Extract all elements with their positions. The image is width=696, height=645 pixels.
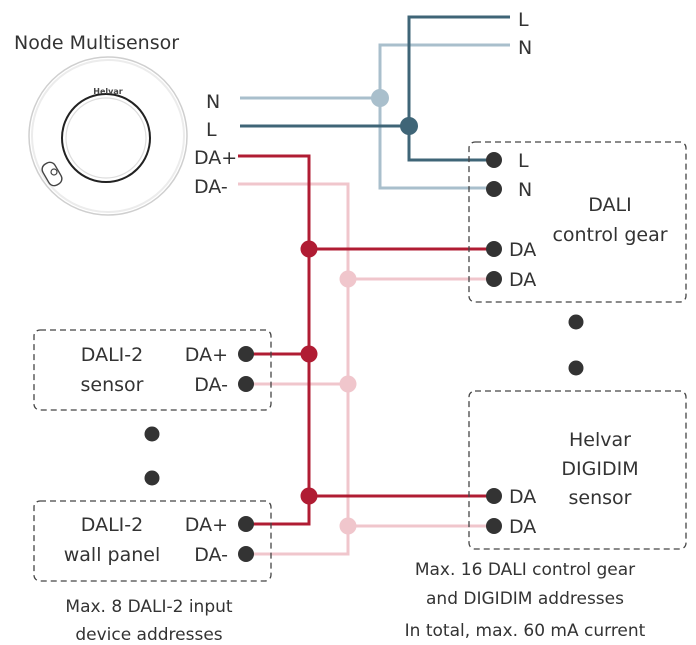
gear-limit-note-line1: Max. 16 DALI control gear [415, 560, 635, 580]
da-minus-junction-dot [339, 270, 357, 288]
ellipsis-dot [568, 360, 584, 376]
dali2-sensor-terminal-daplus [238, 346, 254, 362]
control-gear-pin-da1-label: DA [509, 239, 536, 261]
multisensor-pin-daminus-label: DA- [194, 176, 228, 198]
multisensor-pin-daplus-label: DA+ [194, 147, 237, 169]
ellipsis-dot [144, 470, 160, 486]
control-gear-box [468, 141, 687, 303]
dali2-sensor-pin-daplus-label: DA+ [185, 344, 228, 366]
dali2-sensor-box [33, 329, 272, 411]
wall-panel-name-line1: DALI-2 [81, 514, 143, 536]
control-gear-terminal-n [486, 181, 502, 197]
live-junction-dot [400, 117, 418, 135]
neutral-junction-dot [371, 89, 389, 107]
da-minus-junction-dot [339, 517, 357, 535]
wall-panel-pin-daminus-label: DA- [194, 544, 228, 566]
gear-limit-note-line2: and DIGIDIM addresses [426, 589, 624, 609]
multisensor-brand: Helvar [93, 87, 122, 96]
digidim-name-line1: Helvar [569, 429, 631, 451]
live-wires [240, 15, 510, 162]
digidim-terminal-da1 [486, 488, 502, 504]
mains-l-label: L [518, 9, 529, 31]
da-plus-junction-dot [300, 487, 318, 505]
ellipsis-dot [144, 426, 160, 442]
digidim-terminal-da2 [486, 518, 502, 534]
dali2-wall-panel-box [33, 500, 272, 582]
da-minus-junction-dot [339, 375, 357, 393]
da-plus-junction-dot [300, 240, 318, 258]
da-plus-wires [238, 154, 492, 526]
multisensor-pin-l-label: L [206, 119, 217, 141]
dali2-sensor-name-line1: DALI-2 [81, 344, 143, 366]
digidim-name-line2: DIGIDIM [561, 458, 638, 480]
mains-n-label: N [518, 37, 532, 59]
multisensor-device-icon [28, 56, 188, 216]
input-limit-note-line2: device addresses [75, 625, 222, 645]
digidim-pin-da1-label: DA [509, 486, 536, 508]
control-gear-pin-da2-label: DA [509, 269, 536, 291]
control-gear-terminal-l [486, 152, 502, 168]
wall-panel-terminal-daminus [238, 546, 254, 562]
da-minus-wires [238, 182, 492, 556]
control-gear-pin-n-label: N [518, 179, 532, 201]
multisensor-button-icon [41, 161, 63, 187]
wall-panel-name-line2: wall panel [64, 544, 161, 566]
digidim-name-line3: sensor [569, 487, 632, 509]
control-gear-name-line2: control gear [552, 224, 667, 246]
multisensor-pin-n-label: N [206, 91, 220, 113]
wall-panel-pin-daplus-label: DA+ [185, 514, 228, 536]
digidim-pin-da2-label: DA [509, 516, 536, 538]
dali2-sensor-terminal-daminus [238, 376, 254, 392]
control-gear-terminal-da2 [486, 271, 502, 287]
digidim-sensor-box [468, 390, 687, 550]
wall-panel-terminal-daplus [238, 516, 254, 532]
current-limit-note: In total, max. 60 mA current [405, 621, 646, 641]
input-limit-note-line1: Max. 8 DALI-2 input [65, 597, 232, 617]
dali2-sensor-pin-daminus-label: DA- [194, 374, 228, 396]
control-gear-pin-l-label: L [518, 150, 529, 172]
ellipsis-dot [568, 314, 584, 330]
control-gear-name-line1: DALI [588, 194, 631, 216]
neutral-wires [240, 43, 510, 190]
dali2-sensor-name-line2: sensor [81, 374, 144, 396]
da-plus-junction-dot [300, 345, 318, 363]
control-gear-terminal-da1 [486, 241, 502, 257]
multisensor-title: Node Multisensor [14, 32, 179, 54]
